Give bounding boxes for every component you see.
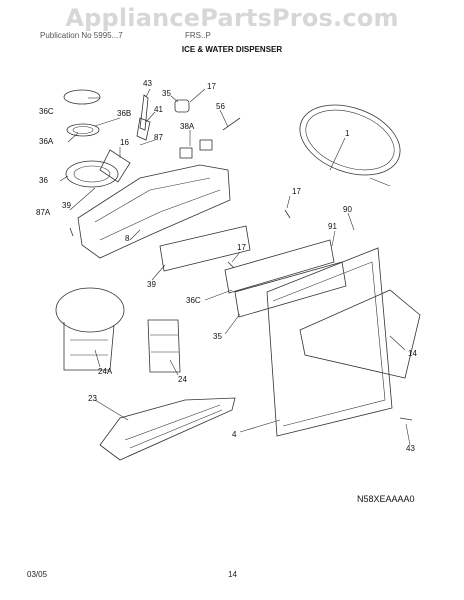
callout-8: 8 [125, 234, 130, 243]
part-35-switch [174, 99, 190, 113]
callout-87: 87 [154, 133, 163, 142]
footer-date: 03/05 [27, 570, 48, 579]
part-36b-disk [66, 123, 100, 137]
callout-16: 16 [120, 138, 129, 147]
callout-4: 4 [232, 430, 237, 439]
callout-24a: 24A [98, 367, 113, 376]
callout-39-small: 39 [62, 201, 71, 210]
part-4-panel [266, 247, 393, 437]
part-17-screw-b [227, 261, 235, 269]
callout-36b: 36B [117, 109, 131, 118]
callout-24: 24 [178, 375, 187, 384]
watermark: AppliancePartsPros.com [65, 4, 399, 32]
part-23-tray [99, 397, 236, 461]
diagram-code: N58XEAAAA0 [357, 494, 415, 504]
callout-87a: 87A [36, 208, 51, 217]
ice-water-dispenser-drawing [55, 89, 421, 461]
publication-number: Publication No 5995...7 [40, 31, 123, 40]
part-36c-board [224, 239, 335, 294]
callout-36c: 36C [39, 107, 54, 116]
model-number: FRS..P [185, 31, 211, 40]
part-24a-base [63, 322, 115, 371]
callout-23: 23 [88, 394, 97, 403]
callout-38a: 38A [180, 122, 195, 131]
callout-1: 1 [345, 129, 350, 138]
callout-14: 14 [408, 349, 417, 358]
callout-leaders [59, 88, 411, 446]
part-43-screw [399, 417, 413, 421]
callout-35-switch: 35 [162, 89, 171, 98]
callout-56: 56 [216, 102, 225, 111]
callout-labels: 43 17 35 56 41 87 36C 36B 36A 16 36 38A … [36, 79, 417, 453]
part-24-motor [147, 319, 181, 373]
footer-page-number: 14 [228, 570, 237, 579]
part-36c-ring [63, 89, 101, 105]
part-56-screw [222, 117, 241, 131]
part-87a-clip [69, 227, 74, 237]
callout-36a: 36A [39, 137, 54, 146]
part-8-housing [77, 164, 231, 259]
part-36-housing [65, 160, 119, 188]
callout-43-top: 43 [143, 79, 152, 88]
callout-41: 41 [154, 105, 163, 114]
part-38a-switch-a [179, 147, 193, 159]
part-41-arm [136, 117, 151, 141]
callout-39: 39 [147, 280, 156, 289]
callout-35-board: 35 [213, 332, 222, 341]
part-1-tubing [299, 104, 401, 176]
part-38a-switch-b [199, 139, 213, 151]
part-24a-motor [55, 287, 125, 333]
part-35-board [234, 261, 347, 318]
callout-91: 91 [328, 222, 337, 231]
callout-43-bottom: 43 [406, 444, 415, 453]
part-39-board [159, 225, 251, 272]
part-16-paddle [99, 149, 131, 183]
callout-17-low: 17 [237, 243, 246, 252]
part-17-screw-a [284, 209, 291, 219]
callout-17-top: 17 [207, 82, 216, 91]
part-14-cover [299, 289, 421, 379]
part-43-lever [139, 94, 149, 131]
callout-36: 36 [39, 176, 48, 185]
page-title: ICE & WATER DISPENSER [181, 45, 283, 54]
callout-90: 90 [343, 205, 352, 214]
callout-17-mid: 17 [292, 187, 301, 196]
callout-36c-board: 36C [186, 296, 201, 305]
